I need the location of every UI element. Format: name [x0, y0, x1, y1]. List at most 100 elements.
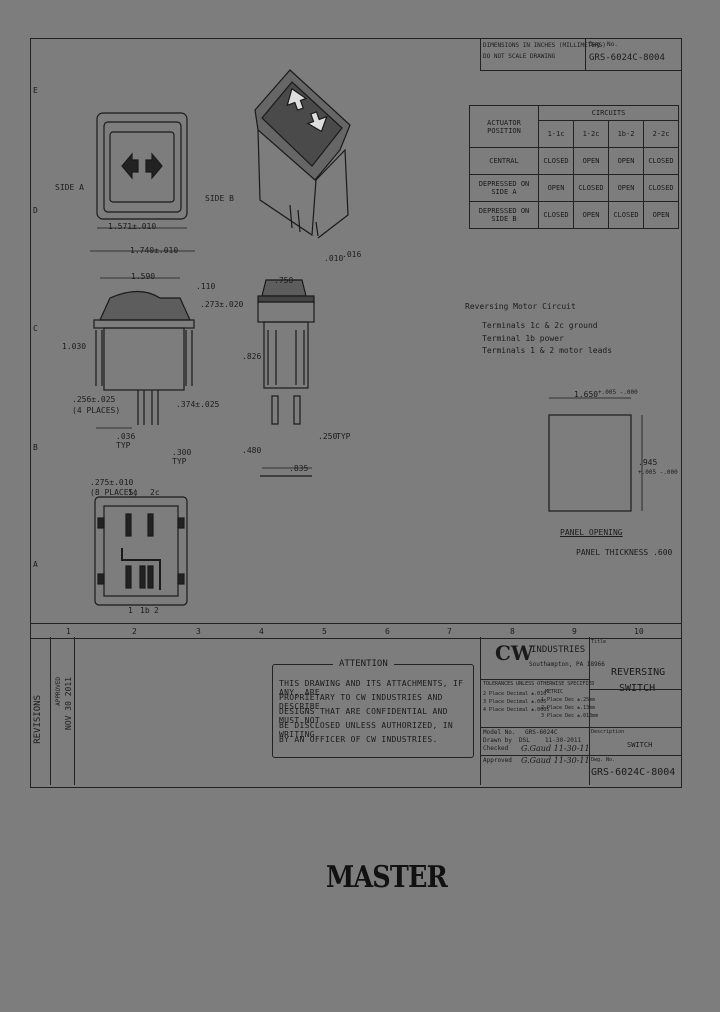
zone-6: 6 — [385, 627, 390, 636]
dwg-no: GRS-6024C-8004 — [589, 53, 665, 63]
attention-line: BY AN OFFICER OF CW INDUSTRIES. — [279, 735, 438, 744]
dim-w1: 1.571±.010 — [108, 222, 157, 231]
table-row: DEPRESSED ON SIDE A OPEN CLOSED OPEN CLO… — [469, 174, 679, 202]
circuit-note: Terminal 1b power — [482, 334, 564, 343]
cell: OPEN — [538, 174, 574, 202]
tol-title: TOLERANCES UNLESS OTHERWISE SPECIFIED — [483, 681, 595, 687]
dim-body-h: 1.030 — [62, 342, 87, 351]
desc-value: SWITCH — [627, 741, 653, 749]
zone-number-strip: 1 2 3 4 5 6 7 8 9 10 — [30, 623, 682, 639]
switch-drawings — [90, 69, 643, 606]
dim-top-w: 1.590 — [131, 272, 156, 281]
terminal-1c-label: 1c — [128, 488, 138, 497]
terminal-2-label: 2 — [154, 606, 159, 615]
panel-width-tol: +.005 -.000 — [598, 389, 638, 396]
tol-left: 4 Place Decimal ±.0005 — [483, 707, 550, 713]
tol-left: 2 Place Decimal ±.010 — [483, 691, 547, 697]
cell: CLOSED — [573, 174, 609, 202]
dim-side-h2: .273±.020 — [200, 300, 244, 309]
circuit-col: 1-1c — [538, 120, 574, 148]
master-stamp: MASTER — [326, 860, 448, 895]
cell: CLOSED — [608, 201, 644, 229]
zone-9: 9 — [572, 627, 577, 636]
title-line-2: SWITCH — [619, 683, 656, 694]
panel-height: .945 — [638, 458, 658, 467]
dim-bottom-term-note: (8 PLACES) — [90, 488, 139, 497]
dim-sv-base: .835 — [289, 464, 309, 473]
dim-right-pin: .374±.025 — [176, 400, 220, 409]
panel-title: PANEL OPENING — [560, 528, 623, 537]
dim-sv-pin: .250 — [318, 432, 338, 441]
tol-right: 1 Place Dec ±.25mm — [541, 697, 596, 703]
tol-right-title: METRIC — [545, 689, 564, 695]
table-row: CENTRAL CLOSED OPEN OPEN CLOSED — [469, 147, 679, 175]
side-b-label: SIDE B — [205, 194, 234, 203]
zone-4: 4 — [259, 627, 264, 636]
tol-left: 3 Place Decimal ±.005 — [483, 699, 547, 705]
drawn-label: Drawn by — [483, 737, 512, 744]
checked-label: Checked — [483, 745, 509, 752]
company-city: Southampton, PA 18966 — [529, 661, 605, 668]
model-label: Model No. — [483, 729, 516, 736]
dwg-label: Dwg. No. — [591, 757, 616, 763]
zone-1: 1 — [66, 627, 71, 636]
zone-e: E — [33, 86, 38, 95]
dim-pin-sp1: .036 — [116, 432, 136, 441]
zone-a: A — [33, 560, 38, 569]
dim-bottom-term: .275±.010 — [90, 478, 134, 487]
col-actuator-position: ACTUATOR POSITION — [469, 105, 539, 148]
dim-sv-top: .010 — [324, 254, 344, 263]
zone-8: 8 — [510, 627, 515, 636]
cell: OPEN — [608, 147, 644, 175]
attention-line: PROPRIETARY TO CW INDUSTRIES AND DESCRIB… — [279, 693, 443, 711]
cell: OPEN — [573, 147, 609, 175]
zone-d: D — [33, 206, 38, 215]
model-value: GRS-6024C — [525, 729, 558, 736]
circuit-col: 1-2c — [573, 120, 609, 148]
dim-pin-sp1-typ: TYP — [116, 441, 131, 450]
company-name: INDUSTRIES — [531, 645, 586, 655]
panel-thickness: PANEL THICKNESS .600 — [576, 548, 673, 557]
dim-left-pin: .256±.025 — [72, 395, 116, 404]
dim-top-h: .110 — [196, 282, 216, 291]
dim-sv-bot: .480 — [242, 446, 262, 455]
checked-signature: G.Gaud 11-30-11 — [521, 744, 590, 753]
approved-signature: G.Gaud 11-30-11 — [521, 756, 590, 765]
revisions-block: REVISIONS APPROVED NOV 30 2011 — [30, 637, 75, 785]
panel-width: 1.650 — [574, 390, 599, 399]
dim-w2: 1.740±.010 — [130, 246, 179, 255]
zone-2: 2 — [132, 627, 137, 636]
drawn-value: DSL — [519, 737, 530, 744]
revision-date: NOV 30 2011 — [64, 677, 73, 730]
attention-line: THIS DRAWING AND ITS ATTACHMENTS, IF ANY… — [279, 679, 464, 697]
cell: CLOSED — [643, 147, 679, 175]
cell: CLOSED — [643, 174, 679, 202]
title-line-1: REVERSING — [611, 667, 666, 678]
circuit-notes-title: Reversing Motor Circuit — [465, 302, 576, 311]
terminal-2c-label: 2c — [150, 488, 160, 497]
dims-note-2: DO NOT SCALE DRAWING — [483, 53, 556, 60]
dim-sv-pin-typ: TYP — [336, 432, 351, 441]
circuit-note: Terminals 1c & 2c ground — [482, 321, 598, 330]
zone-3: 3 — [196, 627, 201, 636]
dims-note-1: DIMENSIONS IN INCHES (MILLIMETERS) — [483, 42, 606, 49]
zone-5: 5 — [322, 627, 327, 636]
cell: OPEN — [643, 201, 679, 229]
header-box: DIMENSIONS IN INCHES (MILLIMETERS) DO NO… — [480, 38, 681, 71]
attention-line: BE DISCLOSED UNLESS AUTHORIZED, IN WRITI… — [279, 721, 453, 739]
circuit-col: 1b-2 — [608, 120, 644, 148]
dim-sv-w: .750 — [274, 276, 294, 285]
tol-right: 3 Place Dec ±.013mm — [541, 713, 599, 719]
dim-sv-body: .826 — [242, 352, 262, 361]
attention-line: DESIGNS THAT ARE CONFIDENTIAL AND MUST N… — [279, 707, 448, 725]
title-block: CW INDUSTRIES Southampton, PA 18966 TOLE… — [480, 637, 681, 785]
terminal-1-label: 1 — [128, 606, 133, 615]
dwg-no-label: Dwg. No. — [589, 41, 618, 48]
desc-label: Description — [591, 729, 625, 735]
cell: OPEN — [608, 174, 644, 202]
terminal-1b-label: 1b — [140, 606, 150, 615]
circuit-col: 2-2c — [643, 120, 679, 148]
zone-b: B — [33, 443, 38, 452]
panel-height-tol: +.005 -.000 — [638, 469, 678, 476]
circuit-table: ACTUATOR POSITION CIRCUITS 1-1c 1-2c 1b-… — [469, 105, 679, 229]
